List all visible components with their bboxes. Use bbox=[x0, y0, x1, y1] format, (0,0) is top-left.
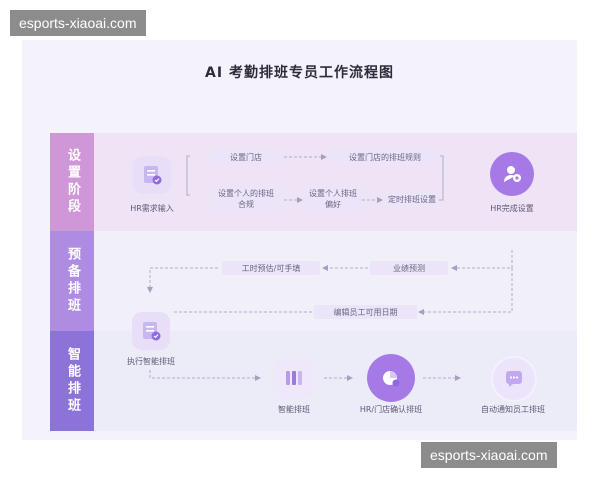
box-edit-availability: 编辑员工可用日期 bbox=[314, 305, 417, 319]
smart-schedule-caption: 智能排班 bbox=[278, 405, 310, 414]
notify-employee-caption: 自动通知员工排班 bbox=[481, 405, 545, 414]
box-set-store-rules: 设置门店的排班规则 bbox=[330, 150, 440, 164]
hr-input-icon bbox=[133, 156, 171, 194]
confirm-schedule-icon bbox=[367, 354, 415, 402]
diagram-canvas: AI 考勤排班专员工作流程图 设置阶段 预备排班 智能排班 bbox=[22, 40, 577, 440]
box-personal-preference: 设置个人排班偏好 bbox=[305, 186, 361, 212]
box-business-forecast: 业绩预测 bbox=[370, 261, 448, 275]
connector-lines bbox=[147, 154, 513, 381]
watermark-bottom: esports-xiaoai.com bbox=[421, 442, 557, 468]
stage-label-setup: 设置阶段 bbox=[50, 133, 94, 231]
hr-done-caption: HR完成设置 bbox=[490, 204, 534, 213]
execute-schedule-caption: 执行智能排班 bbox=[127, 357, 175, 366]
stage-label-smart: 智能排班 bbox=[50, 331, 94, 431]
stage-label-prep: 预备排班 bbox=[50, 231, 94, 331]
box-set-personal-compliance: 设置个人的排班合规 bbox=[211, 186, 281, 212]
confirm-schedule-caption: HR/门店确认排班 bbox=[359, 405, 423, 414]
smart-schedule-icon bbox=[274, 358, 314, 398]
box-set-store: 设置门店 bbox=[211, 150, 281, 164]
box-timed-setting: 定时排班设置 bbox=[385, 192, 439, 207]
diagram-title: AI 考勤排班专员工作流程图 bbox=[205, 65, 394, 81]
hr-input-caption: HR需求输入 bbox=[130, 204, 174, 213]
watermark-top: esports-xiaoai.com bbox=[10, 10, 146, 36]
hr-done-icon bbox=[490, 152, 534, 196]
box-hours-estimate: 工时预估/可手填 bbox=[222, 261, 320, 275]
notify-employee-icon bbox=[491, 356, 537, 402]
execute-schedule-icon bbox=[132, 312, 170, 350]
